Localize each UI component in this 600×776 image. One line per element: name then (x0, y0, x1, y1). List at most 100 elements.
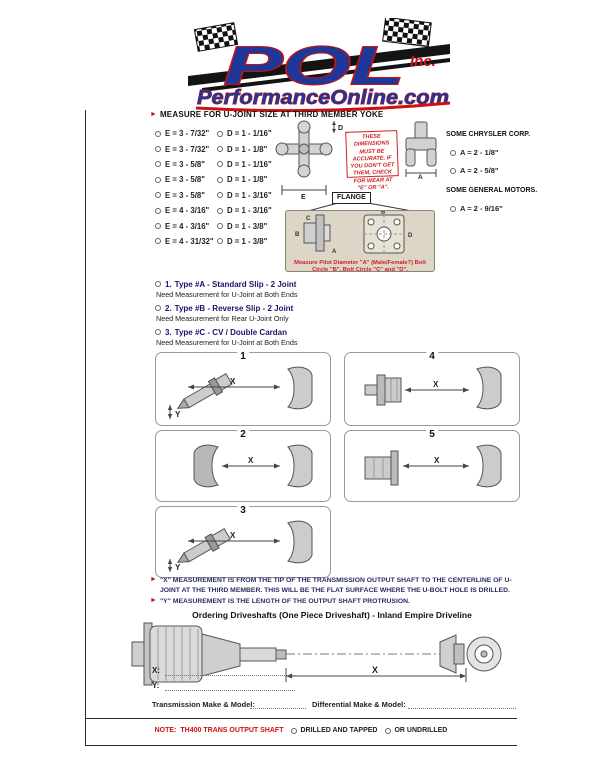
y-field-blank[interactable] (165, 681, 295, 691)
section-title: MEASURE FOR U-JOINT SIZE AT THIRD MEMBER… (159, 110, 384, 119)
radio-d-option[interactable] (217, 192, 223, 199)
radio-e-option[interactable] (155, 176, 161, 183)
x-dim-label: X (434, 456, 440, 465)
drilled-tapped-label: DRILLED AND TAPPED (300, 727, 378, 734)
radio-e-option[interactable] (155, 161, 161, 168)
logo-inc-text: Inc. (410, 53, 436, 70)
performance-online-logo: POL Inc. PerformanceOnline.com (188, 18, 451, 113)
yoke-diagram: A (405, 121, 437, 180)
radio-e-option[interactable] (155, 130, 161, 137)
x-measurement-note-row: ► "X" MEASUREMENT IS FROM THE TIP OF THE… (150, 576, 528, 595)
diagram-number: 1 (237, 352, 249, 362)
gm-option-row: A = 2 - 9/16" (450, 204, 503, 213)
b-dim-label: B (295, 232, 300, 238)
undrilled-label: OR UNDRILLED (394, 727, 448, 734)
standard-slip-diagram: X Y (167, 366, 313, 419)
e-measurement: E = 3 - 7/32" (165, 129, 210, 139)
radio-type-b[interactable] (155, 305, 161, 311)
measurement-row: E = 3 - 7/32" D = 1 - 1/8" (155, 141, 272, 156)
y-measurement-note-row: ► "Y" MEASUREMENT IS THE LENGTH OF THE O… (150, 597, 528, 607)
diagram-number: 5 (426, 430, 438, 440)
transmission-field-blank[interactable] (250, 699, 306, 709)
e-measurement: E = 4 - 31/32" (165, 236, 214, 246)
note-text: TH400 TRANS OUTPUT SHAFT (180, 727, 284, 734)
measurement-row: E = 4 - 3/16" D = 1 - 3/8" (155, 218, 272, 233)
flange-pointer-lines (307, 203, 413, 211)
footer-option: OR UNDRILLED (385, 727, 447, 734)
type-number: 2. (165, 303, 172, 313)
logo-swoosh (188, 44, 450, 86)
checkered-flag-right-icon (382, 18, 432, 48)
type-row: 1. Type #A - Standard Slip - 2 Joint (155, 278, 297, 290)
diagram-box-type-3: 3 X Y (155, 506, 331, 578)
radio-drilled-tapped[interactable] (291, 727, 298, 734)
red-arrow-icon: ► (150, 111, 157, 118)
d-measurement: D = 1 - 3/8" (227, 236, 268, 246)
differential-field-blank[interactable] (408, 699, 516, 709)
x-dim-label: X (372, 665, 378, 675)
y-dim-label: Y (175, 563, 181, 572)
section-title-row: ► MEASURE FOR U-JOINT SIZE AT THIRD MEMB… (150, 110, 383, 119)
diagram-box-type-4: 4 X (344, 352, 520, 426)
c-dim-label: C (306, 216, 311, 222)
flange-measure-note: Measure Pilot Diameter "A" (Male/Female?… (294, 260, 426, 274)
chrysler-a2: A = 2 - 5/8" (460, 166, 499, 175)
flange-shaft-diagram: X (364, 366, 502, 410)
e-dim-label: E (301, 194, 306, 200)
radio-e-option[interactable] (155, 207, 161, 214)
a-dim-label: A (332, 249, 337, 255)
radio-undrilled[interactable] (385, 727, 392, 734)
chrysler-title: SOME CHRYSLER CORP. (446, 131, 531, 138)
radio-d-option[interactable] (217, 238, 223, 245)
gm-a1: A = 2 - 9/16" (460, 204, 503, 213)
cylinder-flange-diagram: X (364, 444, 502, 488)
one-piece-driveshaft-diagram: X (131, 622, 502, 686)
x-measurement-note: "X" MEASUREMENT IS FROM THE TIP OF THE T… (159, 577, 512, 594)
gm-title: SOME GENERAL MOTORS. (446, 187, 538, 194)
radio-e-option[interactable] (155, 238, 161, 245)
radio-type-c[interactable] (155, 329, 161, 335)
type-label: Type #B - Reverse Slip - 2 Joint (174, 303, 294, 313)
measurement-row: E = 3 - 5/8" D = 1 - 1/16" (155, 157, 272, 172)
checkered-flag-left-icon (193, 22, 239, 52)
radio-d-option[interactable] (217, 146, 223, 153)
radio-d-option[interactable] (217, 207, 223, 214)
type-row: 3. Type #C - CV / Double Cardan (155, 326, 297, 338)
logo-brand-text: POL (224, 36, 404, 96)
d-dim-label: D (338, 125, 343, 132)
radio-d-option[interactable] (217, 176, 223, 183)
d-measurement: D = 1 - 3/8" (227, 221, 268, 231)
x-field-blank[interactable] (165, 666, 295, 676)
d-measurement: D = 1 - 3/16" (227, 190, 272, 200)
flange-diagram-box: C B A B D Measure Pilot Diameter "A" (Ma… (285, 210, 435, 274)
type-note: Need Measurement for U-Joint at Both End… (156, 338, 298, 347)
radio-gm-a1[interactable] (450, 205, 456, 212)
transmission-field-label: Transmission Make & Model: (152, 700, 255, 709)
diagram-number: 4 (426, 352, 438, 362)
radio-type-a[interactable] (155, 281, 161, 287)
footer-note-row: NOTE: TH400 TRANS OUTPUT SHAFT DRILLED A… (85, 727, 517, 734)
accuracy-warning-box: THESE DIMENSIONS MUST BE ACCURATE. IF YO… (345, 130, 399, 191)
driveshaft-type-list: 1. Type #A - Standard Slip - 2 Joint Nee… (155, 278, 297, 350)
e-measurement: E = 3 - 5/8" (165, 190, 205, 200)
e-measurement: E = 3 - 5/8" (165, 175, 205, 185)
e-measurement: E = 3 - 7/32" (165, 144, 210, 154)
radio-d-option[interactable] (217, 223, 223, 230)
radio-d-option[interactable] (217, 161, 223, 168)
ordering-title: Ordering Driveshafts (One Piece Drivesha… (192, 610, 472, 620)
radio-e-option[interactable] (155, 192, 161, 199)
radio-e-option[interactable] (155, 146, 161, 153)
radio-chrysler-a2[interactable] (450, 167, 456, 174)
red-arrow-icon: ► (150, 576, 157, 583)
u-joint-cross-diagram: D E (275, 120, 343, 200)
chrysler-option-row: A = 2 - 1/8" (450, 148, 499, 157)
d-measurement: D = 1 - 1/8" (227, 144, 268, 154)
radio-d-option[interactable] (217, 130, 223, 137)
e-measurement: E = 4 - 3/16" (165, 221, 210, 231)
d-measurement: D = 1 - 3/16" (227, 206, 272, 216)
x-field-label: X: (152, 666, 160, 675)
radio-chrysler-a1[interactable] (450, 149, 456, 156)
radio-e-option[interactable] (155, 223, 161, 230)
u-joint-measurement-list: E = 3 - 7/32" D = 1 - 1/16" E = 3 - 7/32… (155, 126, 272, 249)
